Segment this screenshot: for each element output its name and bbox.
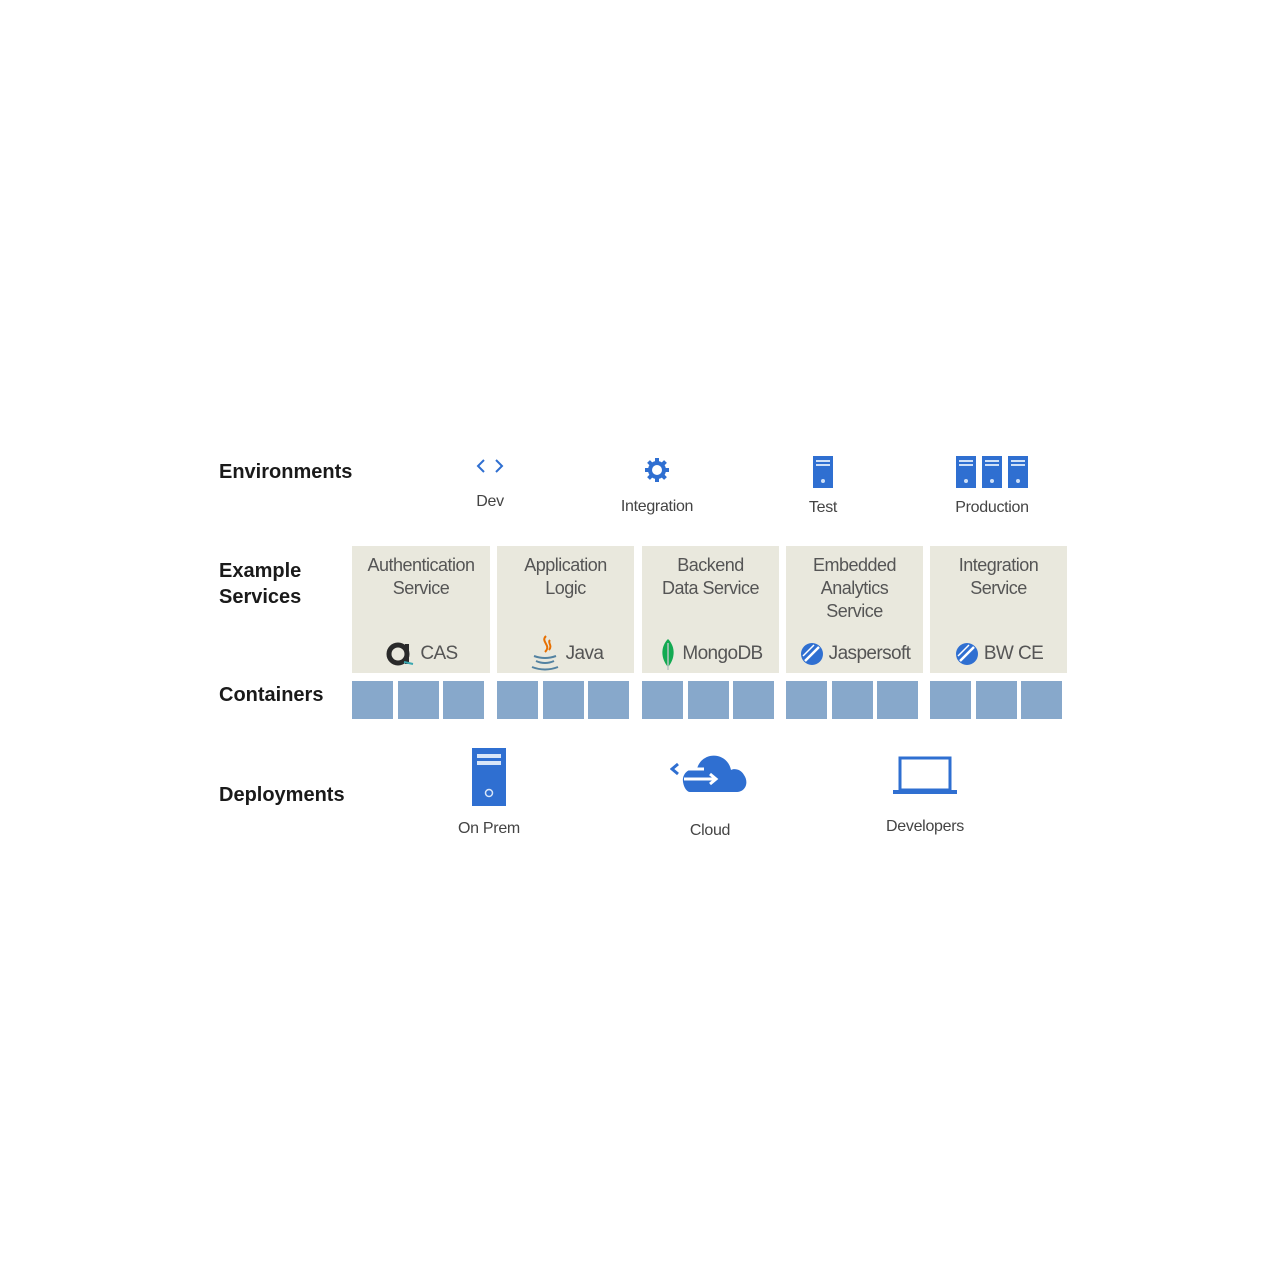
tech-mongodb: MongoDB: [642, 639, 779, 670]
mongodb-logo: [662, 639, 674, 670]
tibco-logo: [955, 643, 978, 665]
tech-java: Java: [497, 635, 634, 671]
container-block: [877, 681, 918, 719]
gear-icon: [645, 458, 669, 482]
container-block: [588, 681, 629, 719]
environments-label: Environments: [219, 461, 353, 483]
cloud-sync-icon: [670, 755, 747, 792]
deployment-on-prem: On Prem: [409, 747, 569, 838]
tech-label: Jaspersoft: [828, 643, 911, 664]
code-icon: [476, 459, 504, 473]
environment-dev: Dev: [420, 455, 560, 511]
example-services-label: Example Services: [219, 560, 302, 608]
tech-label: BW CE: [983, 643, 1044, 664]
deployment-label: Cloud: [689, 822, 731, 839]
container-block: [497, 681, 538, 719]
container-block: [398, 681, 439, 719]
tech-label: MongoDB: [682, 643, 763, 664]
tech-label: Java: [565, 643, 604, 664]
service-embedded-analytics: Embedded Analytics Service Jaspersoft: [786, 546, 923, 673]
container-block: [976, 681, 1017, 719]
java-logo: [531, 635, 558, 671]
container-block: [543, 681, 584, 719]
tech-cas: CAS: [352, 639, 490, 669]
deployments-label: Deployments: [219, 784, 345, 806]
container-block: [1021, 681, 1062, 719]
container-block: [352, 681, 393, 719]
jaspersoft-logo: [800, 643, 823, 665]
environment-label: Dev: [476, 493, 504, 510]
service-integration: Integration Service BW CE: [930, 546, 1067, 673]
service-backend-data: Backend Data Service MongoDB: [642, 546, 779, 673]
tech-label: CAS: [420, 643, 458, 664]
environment-label: Integration: [620, 498, 694, 515]
environment-integration: Integration: [587, 455, 727, 516]
tech-bw-ce: BW CE: [930, 639, 1067, 669]
deployment-label: Developers: [886, 818, 964, 835]
environment-label: Production: [955, 499, 1029, 516]
server-tower-icon: [472, 748, 506, 806]
environment-test: Test: [753, 455, 893, 517]
service-name: Application Logic: [524, 555, 607, 598]
server-icon: [813, 456, 833, 488]
cas-logo: [386, 642, 414, 666]
container-block: [733, 681, 774, 719]
service-name: Embedded Analytics Service: [812, 555, 897, 621]
deployment-cloud: Cloud: [630, 752, 790, 840]
container-block: [443, 681, 484, 719]
service-name: Integration Service: [958, 555, 1039, 598]
tech-jaspersoft: Jaspersoft: [786, 639, 923, 669]
container-block: [930, 681, 971, 719]
server-cluster-icon: [956, 456, 1028, 488]
container-block: [832, 681, 873, 719]
container-block: [786, 681, 827, 719]
laptop-icon: [893, 756, 957, 794]
deployment-label: On Prem: [458, 820, 520, 837]
container-block: [688, 681, 729, 719]
containers-label: Containers: [219, 684, 324, 706]
deployment-developers: Developers: [845, 755, 1005, 836]
environment-production: Production: [922, 455, 1062, 517]
service-name: Authentication Service: [367, 555, 475, 598]
environment-label: Test: [808, 499, 838, 516]
container-block: [642, 681, 683, 719]
service-name: Backend Data Service: [661, 555, 760, 598]
service-authentication: Authentication Service CAS: [352, 546, 490, 673]
service-application-logic: Application Logic Java: [497, 546, 634, 673]
